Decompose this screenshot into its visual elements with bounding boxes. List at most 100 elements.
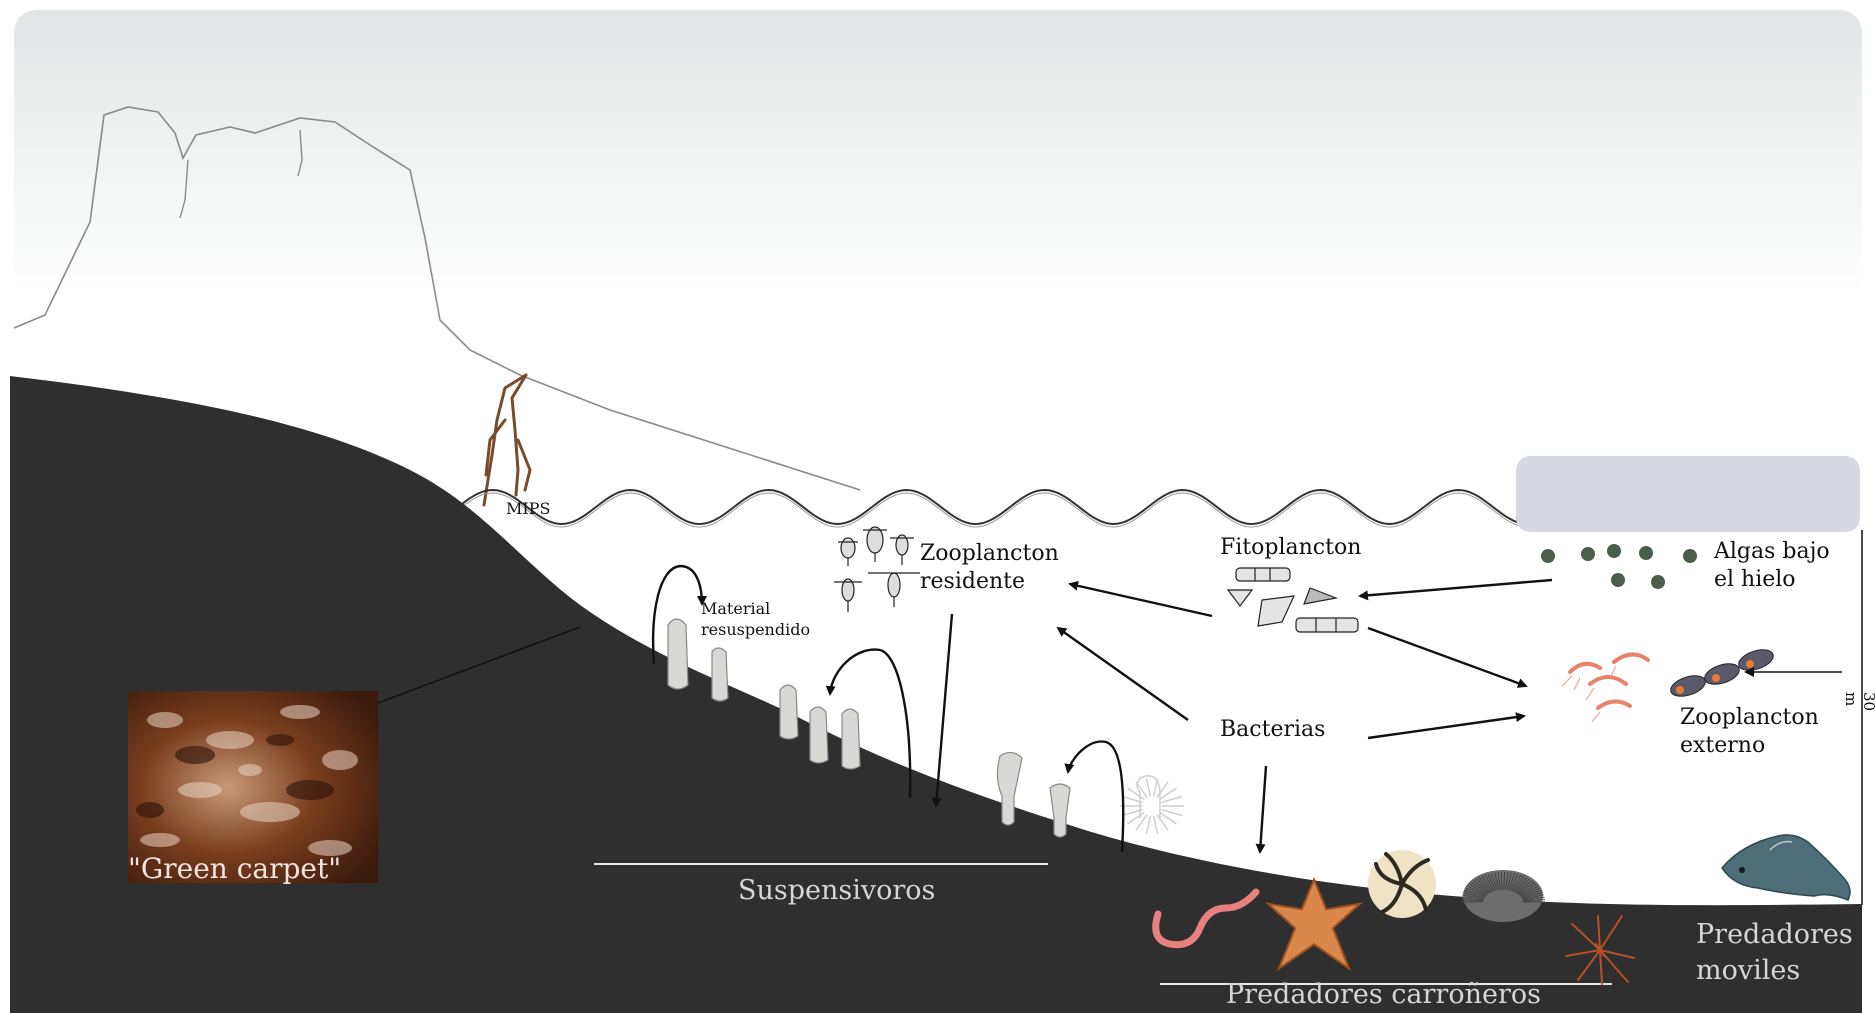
urchin-spine (1517, 881, 1535, 895)
urchin-spine (1521, 889, 1542, 898)
urchin-spine (1522, 894, 1544, 900)
sea-anemone-icon (1120, 775, 1184, 834)
worm-icon (1152, 888, 1260, 949)
sea-urchin-icon (1461, 870, 1545, 922)
anemone-tentacle (1135, 814, 1148, 831)
sponge-icon (667, 618, 1071, 838)
anemone-tentacle (1161, 808, 1183, 817)
urchin-spine (1504, 872, 1509, 891)
label-zooplancton-externo: Zooplancton externo (1680, 705, 1819, 759)
wave-surface-icon (457, 488, 1519, 526)
urchin-spine (1518, 883, 1537, 896)
urchin-spine (1497, 872, 1502, 891)
trophic-arrows (651, 564, 1842, 854)
urchin-spine (1522, 896, 1545, 901)
urchin-spine (1473, 879, 1490, 894)
urchin-spine (1509, 873, 1519, 891)
label-predadores-carroneros: Predadores carroñeros (1226, 979, 1541, 1010)
urchin-spine (1516, 879, 1533, 894)
label-bacterias: Bacterias (1220, 717, 1326, 742)
urchin-spine (1500, 871, 1503, 891)
label-suspensivoros: Suspensivoros (738, 875, 936, 906)
urchin-spine (1521, 892, 1543, 899)
urchin-spine (1464, 889, 1485, 898)
algae-dots-icon (1541, 544, 1697, 589)
arrow-zooplancton-residente-to-suspensivoros (931, 613, 954, 808)
label-mips: MIPS (506, 499, 551, 518)
arrow-resuspension-1 (651, 564, 707, 665)
sea-ice-block-icon (1516, 456, 1860, 532)
arrow-algas-to-fitoplancton (1358, 578, 1553, 601)
anemone-tentacle (1153, 778, 1159, 797)
label-material-resuspendido: Material resuspendido (701, 600, 810, 638)
glacier-crack-icon (482, 373, 532, 507)
anemone-tentacle (1127, 787, 1145, 801)
urchin-spine (1484, 874, 1495, 892)
anemone-tentacle (1161, 795, 1183, 804)
arrow-bacterias-to-seafloor (1255, 765, 1268, 854)
label-green-carpet: "Green carpet" (128, 852, 342, 885)
green-carpet-photo-icon (128, 691, 378, 883)
urchin-spine (1476, 878, 1491, 894)
photo-connector-line (377, 626, 581, 704)
anemone-tentacle (1127, 811, 1145, 825)
label-line: Predadores (1696, 919, 1853, 950)
label-line: resuspendido (701, 619, 811, 639)
label-line: Algas bajo (1714, 539, 1830, 564)
urchin-spine (1465, 887, 1486, 897)
starfish-icon (1264, 876, 1364, 972)
wave-surface-shadow (457, 492, 1519, 528)
sky-background (14, 10, 1862, 530)
seabed-slope (10, 376, 1862, 1013)
anemone-tentacle (1156, 814, 1169, 831)
label-algas-bajo-el-hielo: Algas bajo el hielo (1714, 539, 1830, 593)
sea-spider-icon (1565, 915, 1635, 985)
anemone-tentacle (1145, 778, 1151, 797)
krill-icon (1568, 652, 1650, 710)
label-scale-30m: 30 m (1842, 692, 1875, 712)
urchin-spine (1515, 878, 1530, 894)
label-line: el hielo (1714, 567, 1796, 593)
arrow-fitoplancton-to-zooplancton-externo (1367, 626, 1528, 688)
anemone-tentacle (1121, 808, 1143, 817)
anemone-tentacle (1153, 815, 1159, 834)
urchin-spine (1461, 899, 1484, 902)
label-line: Material (701, 599, 771, 618)
urchin-spine (1490, 873, 1498, 891)
urchin-spine (1511, 874, 1522, 892)
urchin-spine (1487, 873, 1497, 891)
anemone-tentacle (1159, 811, 1177, 825)
arrow-resuspension-3 (1064, 740, 1125, 853)
brittle-star-icon (1368, 850, 1436, 918)
arrow-bacterias-to-zooplancton-residente (1056, 626, 1189, 721)
mountain-crevice-icon (179, 159, 189, 219)
salp-chain-icon (1670, 649, 1774, 697)
urchin-spine (1519, 885, 1539, 897)
urchin-spine (1503, 871, 1506, 891)
urchin-spine (1508, 873, 1516, 891)
urchin-spine (1494, 872, 1500, 891)
urchin-spine (1463, 892, 1485, 899)
label-fitoplancton: Fitoplancton (1220, 535, 1362, 560)
arrow-bacterias-to-zooplancton-externo (1367, 712, 1526, 740)
urchin-spine (1467, 885, 1487, 897)
anemone-tentacle (1145, 815, 1151, 834)
label-zooplancton-residente: Zooplancton residente (920, 541, 1059, 595)
urchin-spine (1520, 887, 1541, 897)
urchin-spine (1461, 896, 1484, 901)
label-line: residente (920, 569, 1025, 595)
label-line: moviles (1696, 954, 1801, 986)
urchin-spine (1478, 876, 1493, 893)
label-line: externo (1680, 733, 1766, 759)
urchin-spine (1481, 875, 1494, 892)
anemone-tentacle (1135, 781, 1148, 798)
anemone-tentacle (1121, 795, 1143, 804)
zooplankton-copepods-icon (834, 526, 920, 612)
arrow-fitoplancton-to-zooplancton-residente (1068, 580, 1213, 618)
anemone-tentacle (1159, 787, 1177, 801)
mountain-crevice-icon (297, 129, 303, 177)
urchin-spine (1471, 881, 1489, 895)
urchin-spine (1462, 894, 1484, 900)
urchin-spine (1513, 876, 1528, 893)
